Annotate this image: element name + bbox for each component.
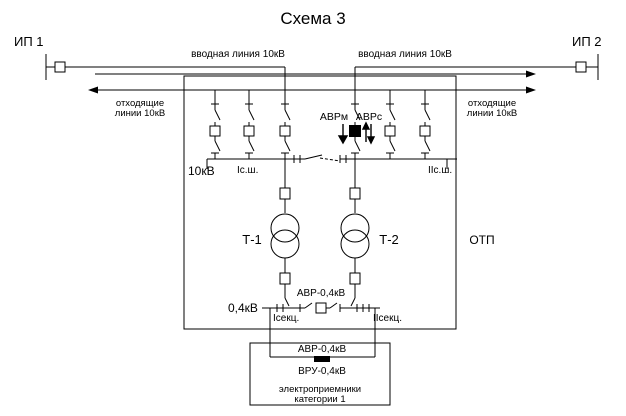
avr-m-block <box>349 125 361 137</box>
hv-cell-outgoing-4 <box>419 103 431 159</box>
lv-sectional-breaker <box>315 302 327 314</box>
transformer-t2-label: Т-2 <box>379 232 399 247</box>
transformer-t2-winding-lv <box>340 229 370 259</box>
t2-lv-breaker <box>349 272 361 285</box>
lv-bus-section1-label: Iсекц. <box>273 313 299 324</box>
transformer-t1-winding-hv <box>270 213 300 243</box>
avr-c-label: АВРс <box>356 111 382 123</box>
feeder-right-breaker <box>575 61 587 73</box>
vru-avr-block <box>314 356 330 362</box>
t2-hv-breaker <box>349 187 361 200</box>
avr-m-arrow-icon <box>337 135 349 145</box>
substation-box <box>183 75 457 330</box>
feeder-left-label: вводная линия 10кВ <box>191 49 285 60</box>
vru-name-label: ВРУ-0,4кВ <box>298 366 346 377</box>
hv-bus-voltage-label: 10кВ <box>188 164 215 178</box>
vru-avr-label: АВР-0,4кВ <box>298 344 347 355</box>
diagram-title: Схема 3 <box>280 9 345 28</box>
transformer-t2-winding-hv <box>340 213 370 243</box>
hv-bus-section2-label: IIс.ш. <box>428 165 452 176</box>
substation-label: ОТП <box>469 233 494 247</box>
t1-hv-breaker <box>279 187 291 200</box>
source-ip1-label: ИП 1 <box>14 34 44 49</box>
lv-bus-voltage-label: 0,4кВ <box>228 301 258 315</box>
feeder-left-breaker <box>54 61 66 73</box>
outgoing-right-label-1: отходящие <box>468 98 516 109</box>
hv-cell-outgoing-1 <box>209 103 221 159</box>
hv-cell-input-1 <box>279 103 291 159</box>
arrow-right-icon <box>526 86 536 94</box>
vru-box <box>249 342 391 406</box>
outgoing-left-label-1: отходящие <box>116 98 164 109</box>
avr-c-up-arrow-icon <box>361 121 371 130</box>
lv-avr-label: АВР-0,4кВ <box>297 288 346 299</box>
vru-consumers-label-1: электроприемники <box>279 384 361 395</box>
arrow-right-icon <box>526 70 536 78</box>
arrow-left-icon <box>88 86 98 94</box>
transformer-t1-label: Т-1 <box>242 232 262 247</box>
outgoing-right-label-2: линии 10кВ <box>467 108 517 119</box>
vru-consumers-label-2: категории 1 <box>294 394 345 405</box>
outgoing-left-label-2: линии 10кВ <box>115 108 165 119</box>
source-ip2-label: ИП 2 <box>572 34 602 49</box>
avr-m-label: АВРм <box>320 111 348 123</box>
hv-cell-outgoing-3 <box>384 103 396 159</box>
hv-bus-section1-label: Iс.ш. <box>237 165 258 176</box>
feeder-right-label: вводная линия 10кВ <box>358 49 452 60</box>
avr-c-down-arrow-icon <box>366 136 376 145</box>
hv-cell-input-2 <box>351 103 361 159</box>
lv-bus-section2-label: IIсекц. <box>373 313 402 324</box>
transformer-t1-winding-lv <box>270 229 300 259</box>
t1-lv-breaker <box>279 272 291 285</box>
hv-cell-outgoing-2 <box>243 103 255 159</box>
